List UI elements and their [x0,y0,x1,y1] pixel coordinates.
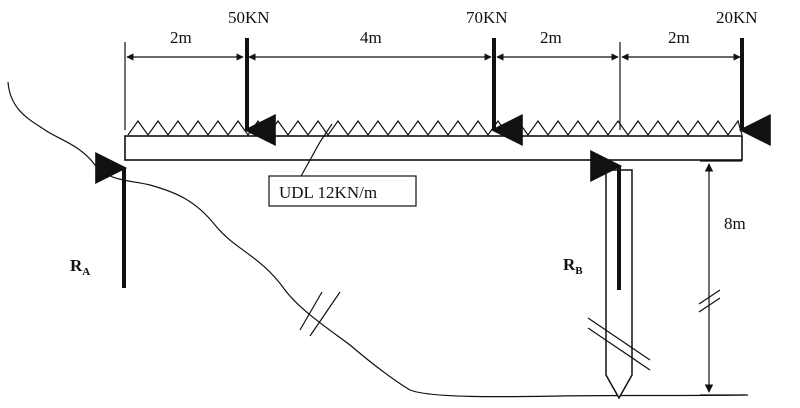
height-break-mark-2 [698,297,721,313]
pier-break-mark-1 [587,317,651,361]
ground-line [7,81,746,398]
udl-label-box [268,175,417,207]
dim-label-2: 4m [360,28,382,47]
ground-break-mark-1 [299,291,323,331]
dim-label-4: 2m [668,28,690,47]
height-label: 8m [724,214,746,233]
load-label-50kn: 50KN [228,8,270,27]
load-label-20kn: 20KN [716,8,758,27]
udl-zigzag [127,119,743,137]
udl-leader-line [299,123,333,179]
udl-label: UDL 12KN/m [279,183,377,202]
ground-break-mark-2 [309,291,341,337]
dim-label-1: 2m [170,28,192,47]
dim-label-3: 2m [540,28,562,47]
load-label-70kn: 70KN [466,8,508,27]
beam [124,135,743,161]
reaction-label-a: RA [70,256,90,278]
height-break-mark-1 [698,289,721,305]
reaction-label-b: RB [563,255,583,277]
pier-break-mark-2 [587,327,651,371]
